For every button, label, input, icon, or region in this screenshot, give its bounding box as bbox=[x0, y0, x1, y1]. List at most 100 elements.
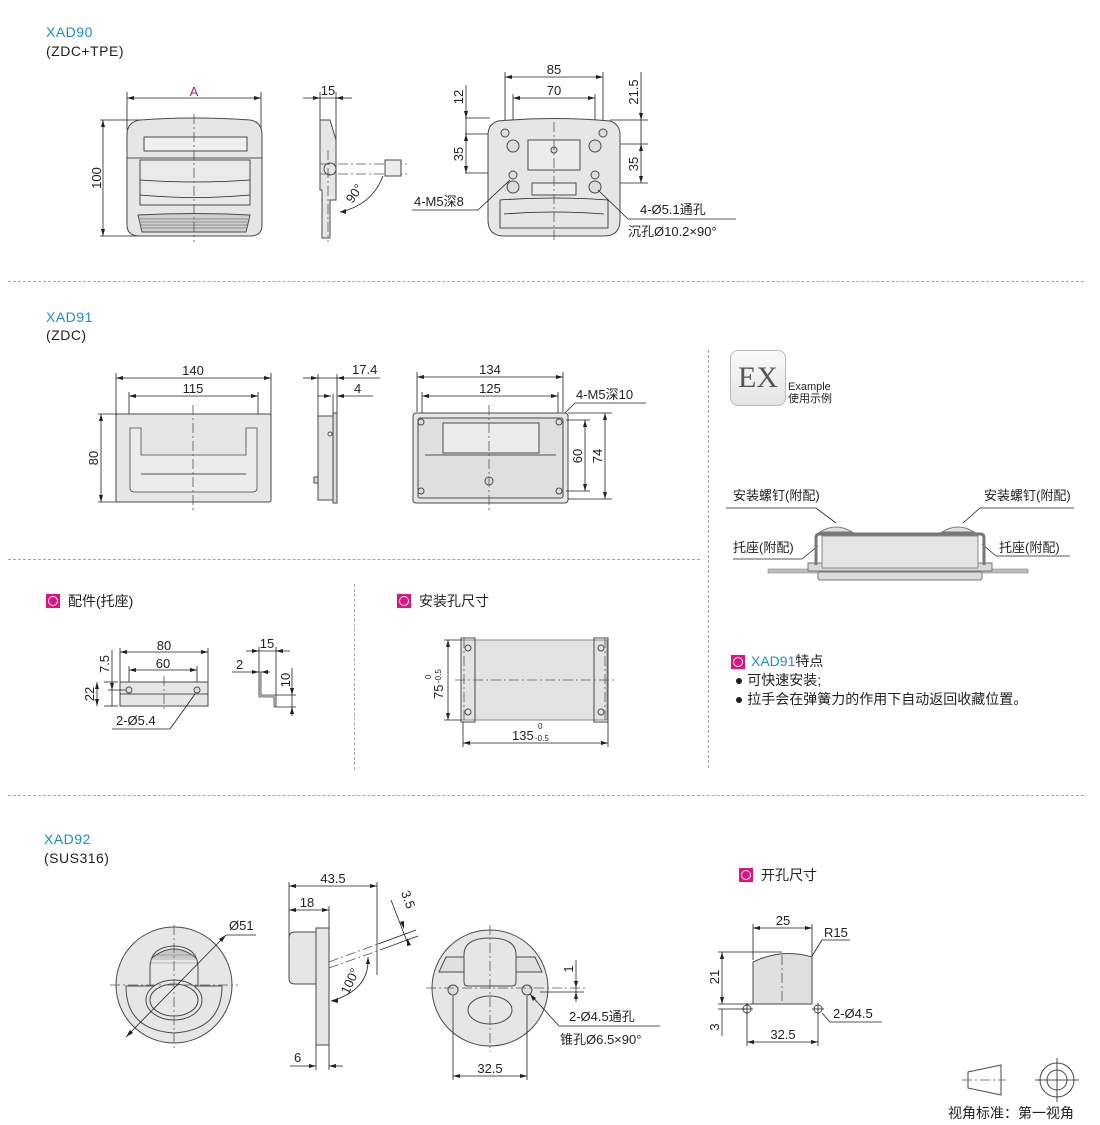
dim-115: 115 bbox=[183, 381, 204, 396]
dim-15: 15 bbox=[321, 83, 335, 98]
screw-label-left: 安装螺钉(附配) bbox=[733, 488, 820, 503]
mount-height-value: 75 bbox=[431, 685, 446, 699]
section-divider bbox=[8, 795, 1084, 796]
xad92-material: (SUS316) bbox=[44, 850, 110, 866]
dim-85: 85 bbox=[547, 62, 561, 77]
xad92-hole-note-1: 2-Ø4.5通孔 bbox=[569, 1009, 635, 1024]
xad90-hole-note-2: 沉孔Ø10.2×90° bbox=[628, 224, 717, 239]
xad91-model: XAD91 bbox=[46, 309, 93, 325]
circle-marker-icon bbox=[397, 594, 411, 608]
dim-140: 140 bbox=[182, 363, 204, 378]
xad90-hole-note-1: 4-Ø5.1通孔 bbox=[640, 202, 706, 217]
column-divider bbox=[708, 350, 709, 768]
feature-item: ● 拉手会在弹簧力的作用下自动返回收藏位置。 bbox=[731, 691, 1028, 707]
xad91-side-view: 17.4 4 bbox=[303, 362, 380, 504]
dim-15: 15 bbox=[260, 636, 274, 651]
dim-80: 80 bbox=[86, 451, 101, 465]
dim-35-left: 35 bbox=[451, 147, 466, 161]
accessory-drawing: 80 60 7.5 22 2-Ø5.4 15 2 10 bbox=[82, 636, 296, 730]
dim-125: 125 bbox=[479, 381, 501, 396]
first-angle-projection-icon bbox=[962, 1058, 1079, 1102]
section-divider bbox=[8, 559, 700, 560]
dim-21-5: 21.5 bbox=[626, 79, 641, 104]
cutout-hole-note: 2-Ø4.5 bbox=[833, 1006, 873, 1021]
column-divider bbox=[354, 584, 355, 770]
dim-4: 4 bbox=[354, 381, 361, 396]
accessory-title: 配件(托座) bbox=[68, 593, 134, 609]
dim-35-right: 35 bbox=[626, 157, 641, 171]
feature-text: 拉手会在弹簧力的作用下自动返回收藏位置。 bbox=[747, 691, 1028, 707]
xad90-front-view: A 100 bbox=[89, 84, 263, 242]
dim-12: 12 bbox=[451, 90, 466, 104]
bracket-label-left: 托座(附配) bbox=[733, 540, 794, 555]
dim-7-5: 7.5 bbox=[97, 655, 112, 673]
mount-width-tol-lower: -0.5 bbox=[535, 734, 549, 743]
dim-32-5: 32.5 bbox=[477, 1061, 502, 1076]
circle-marker-icon bbox=[46, 594, 60, 608]
dim-90deg: 90° bbox=[343, 181, 367, 206]
view-standard-label: 视角标准：第一视角 bbox=[948, 1105, 1074, 1121]
xad91-back-view: 134 125 4-M5深10 60 74 bbox=[412, 362, 646, 512]
mount-width-tol-upper: 0 bbox=[538, 722, 543, 731]
circle-marker-icon bbox=[731, 654, 745, 669]
dim-6: 6 bbox=[294, 1050, 301, 1065]
mount-height-tol-upper: 0 bbox=[424, 674, 433, 679]
dim-80: 80 bbox=[157, 638, 171, 653]
example-label-en: Example bbox=[788, 381, 831, 393]
xad92-back-view: 1 2-Ø4.5通孔 锥孔Ø6.5×90° 32.5 bbox=[426, 925, 660, 1080]
bracket-label-right: 托座(附配) bbox=[999, 540, 1060, 555]
circle-marker-icon bbox=[739, 868, 753, 882]
xad91-material: (ZDC) bbox=[46, 327, 87, 343]
dim-25: 25 bbox=[776, 913, 790, 928]
mount-hole-title: 安装孔尺寸 bbox=[419, 593, 489, 609]
dim-32-5: 32.5 bbox=[770, 1027, 795, 1042]
screw-label-right: 安装螺钉(附配) bbox=[984, 488, 1071, 503]
example-label-cn: 使用示例 bbox=[788, 393, 832, 405]
features-title: 特点 bbox=[795, 653, 824, 669]
mount-hole-heading: 安装孔尺寸 bbox=[397, 591, 489, 611]
dim-60: 60 bbox=[156, 656, 170, 671]
cutout-heading: 开孔尺寸 bbox=[739, 865, 817, 885]
dim-21: 21 bbox=[707, 970, 722, 984]
dim-3-5: 3.5 bbox=[398, 888, 418, 910]
dim-22: 22 bbox=[82, 687, 97, 701]
accessory-hole-note: 2-Ø5.4 bbox=[116, 713, 156, 728]
dim-d51: Ø51 bbox=[229, 918, 254, 933]
xad90-back-view: 85 70 12 35 21.5 35 4-M5深8 4-Ø5.1通孔 沉孔Ø1… bbox=[412, 62, 736, 240]
xad92-model: XAD92 bbox=[44, 831, 91, 847]
xad90-model: XAD90 bbox=[46, 24, 93, 40]
dim-70: 70 bbox=[547, 83, 561, 98]
feature-item: ● 可快速安装; bbox=[731, 672, 822, 688]
dim-43-5: 43.5 bbox=[320, 871, 345, 886]
dim-1: 1 bbox=[561, 965, 576, 972]
xad91-front-view: 140 115 80 bbox=[86, 363, 272, 511]
dim-18: 18 bbox=[300, 895, 314, 910]
dim-74: 74 bbox=[590, 449, 605, 463]
xad92-front-view: Ø51 bbox=[110, 918, 256, 1048]
feature-text: 可快速安装; bbox=[747, 672, 822, 688]
example-drawing: 安装螺钉(附配) 安装螺钉(附配) 托座(附配) 托座(附配) bbox=[726, 488, 1074, 581]
dim-10: 10 bbox=[278, 673, 293, 687]
mount-width-value: 135 bbox=[512, 728, 534, 743]
dim-3: 3 bbox=[707, 1023, 722, 1030]
xad91-thread-note: 4-M5深10 bbox=[576, 387, 633, 402]
dim-r15: R15 bbox=[824, 925, 848, 940]
dim-100deg: 100° bbox=[337, 966, 362, 997]
example-badge-icon: EX bbox=[730, 350, 786, 406]
mount-hole-drawing: 75 0 -0.5 135 0 -0.5 bbox=[424, 637, 616, 747]
cutout-drawing: 25 R15 21 3 2-Ø4.5 32.5 bbox=[707, 913, 882, 1046]
accessory-heading: 配件(托座) bbox=[46, 591, 133, 611]
dim-134: 134 bbox=[479, 362, 501, 377]
dim-100: 100 bbox=[89, 167, 104, 189]
xad90-material: (ZDC+TPE) bbox=[46, 43, 124, 59]
dim-17-4: 17.4 bbox=[352, 362, 377, 377]
features-block: XAD91特点 ● 可快速安装; ● 拉手会在弹簧力的作用下自动返回收藏位置。 bbox=[731, 652, 1027, 709]
xad92-hole-note-2: 锥孔Ø6.5×90° bbox=[560, 1032, 641, 1047]
example-label: Example 使用示例 bbox=[788, 381, 832, 405]
xad90-side-view: 15 90° bbox=[303, 83, 410, 242]
cutout-title: 开孔尺寸 bbox=[761, 867, 817, 883]
dim-60: 60 bbox=[570, 449, 585, 463]
mount-height-tol-lower: -0.5 bbox=[434, 669, 443, 683]
section-divider bbox=[8, 281, 1084, 282]
xad90-thread-note: 4-M5深8 bbox=[414, 194, 464, 209]
